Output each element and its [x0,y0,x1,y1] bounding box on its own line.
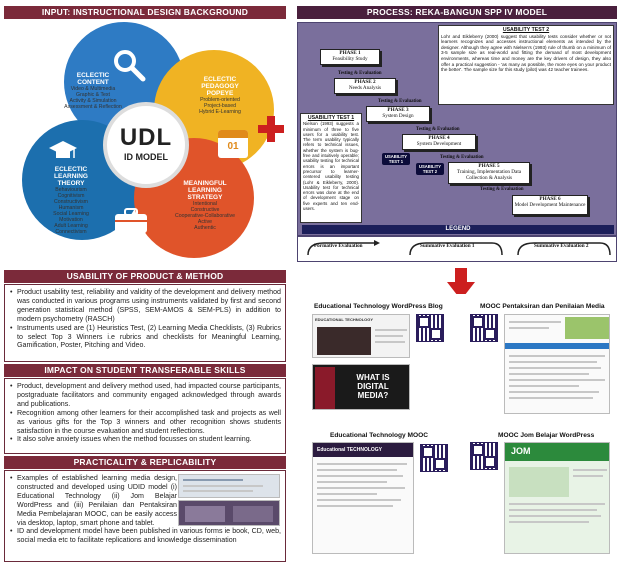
te-3: Testing & Evaluation [416,127,460,132]
summative2-arrow-icon [517,242,611,256]
usability-box: Product usability test, reliability and … [4,284,286,362]
usability-test-2: USABILITY TEST 2 Lohr and Eikleberry (20… [438,25,614,105]
calendar-icon: 01 [218,130,248,158]
down-arrow-icon [447,268,475,300]
blog-screenshot[interactable]: EDUCATIONAL TECHNOLOGY [312,314,410,358]
te-1: Testing & Evaluation [338,71,382,76]
content-text: ECLECTIC CONTENT Video & Multimedia Grap… [64,72,122,110]
usability-item: Product usability test, reliability and … [9,288,281,324]
summative1-arrow-icon [409,242,503,256]
te-2: Testing & Evaluation [378,99,422,104]
strategy-text: MEANINGFUL LEARNING STRATEGY Intentional… [175,180,235,231]
theory-text: ECLECTIC LEARNING THEORY Behaviourism Co… [53,166,89,235]
jom-screenshot[interactable]: JOM [504,442,610,554]
qr-code-mooc-edtech [420,444,448,472]
legend-row: Formative Evaluation Summative Evaluatio… [297,236,617,262]
legend-formative: Formative Evaluation [314,243,363,249]
legend-summative-1: Summative Evaluation 1 [420,243,475,249]
mooc-edtech-screenshot[interactable]: Educational TECHNOLOGY [312,442,414,554]
udl-core: UDL ID MODEL [103,102,189,188]
usability-test-1-tag: USABILITY TEST 1 [382,153,410,165]
practicality-screenshot-2 [178,500,280,526]
udl-model-diagram: 01 ECLECTIC CONTENT Video & Multimedia G… [4,20,286,264]
qr-code-jom [470,442,498,470]
usability-test-1: USABILITY TEST 1 Nielson (1993) suggests… [300,113,362,223]
plus-icon [258,116,284,142]
qr-code-blog [416,314,444,342]
header-impact: IMPACT ON STUDENT TRANSFERABLE SKILLS [4,364,286,377]
thumb-title-mooc-penilaian: MOOC Pentaksiran dan Penilaian Media [480,303,605,310]
te-4: Testing & Evaluation [440,155,484,160]
graduation-cap-icon [49,141,77,158]
header-input: INPUT: INSTRUCTIONAL DESIGN BACKGROUND [4,6,286,19]
thumb-title-mooc-edtech: Educational Technology MOOC [330,432,429,439]
te-5: Testing & Evaluation [480,187,524,192]
qr-code-mooc-penilaian [470,314,498,342]
usability-item: Instruments used are (1) Heuristics Test… [9,324,281,351]
pedagogy-text: ECLECTIC PEDAGOGY POPEYE Problem-oriente… [199,76,241,115]
legend-title: LEGEND [302,225,614,234]
formative-arrow-icon [307,240,380,256]
briefcase-icon [115,208,147,233]
magnifier-icon [114,50,146,82]
header-practicality: PRACTICALITY & REPLICABILITY [4,456,286,469]
legend-summative-2: Summative Evaluation 2 [534,243,589,249]
practicality-item: ID and development model have been publi… [9,527,281,545]
usability-test-2-tag: USABILITY TEST 2 [416,163,444,175]
mooc-penilaian-screenshot[interactable] [504,314,610,414]
digital-media-screenshot[interactable]: WHAT IS DIGITAL MEDIA? [312,364,410,410]
impact-box: Product, development and delivery method… [4,378,286,454]
impact-item: It also solve anxiety issues when the me… [9,435,281,444]
thumb-title-blog: Educational Technology WordPress Blog [314,303,443,310]
impact-item: Product, development and delivery method… [9,382,281,409]
impact-item: Recognition among other learners for the… [9,409,281,436]
header-usability: USABILITY OF PRODUCT & METHOD [4,270,286,283]
header-process: PROCESS: REKA-BANGUN SPP IV MODEL [297,6,617,19]
practicality-screenshot-1 [178,474,280,498]
practicality-item: Examples of established learning media d… [9,474,177,527]
thumb-title-jom: MOOC Jom Belajar WordPress [498,432,595,439]
